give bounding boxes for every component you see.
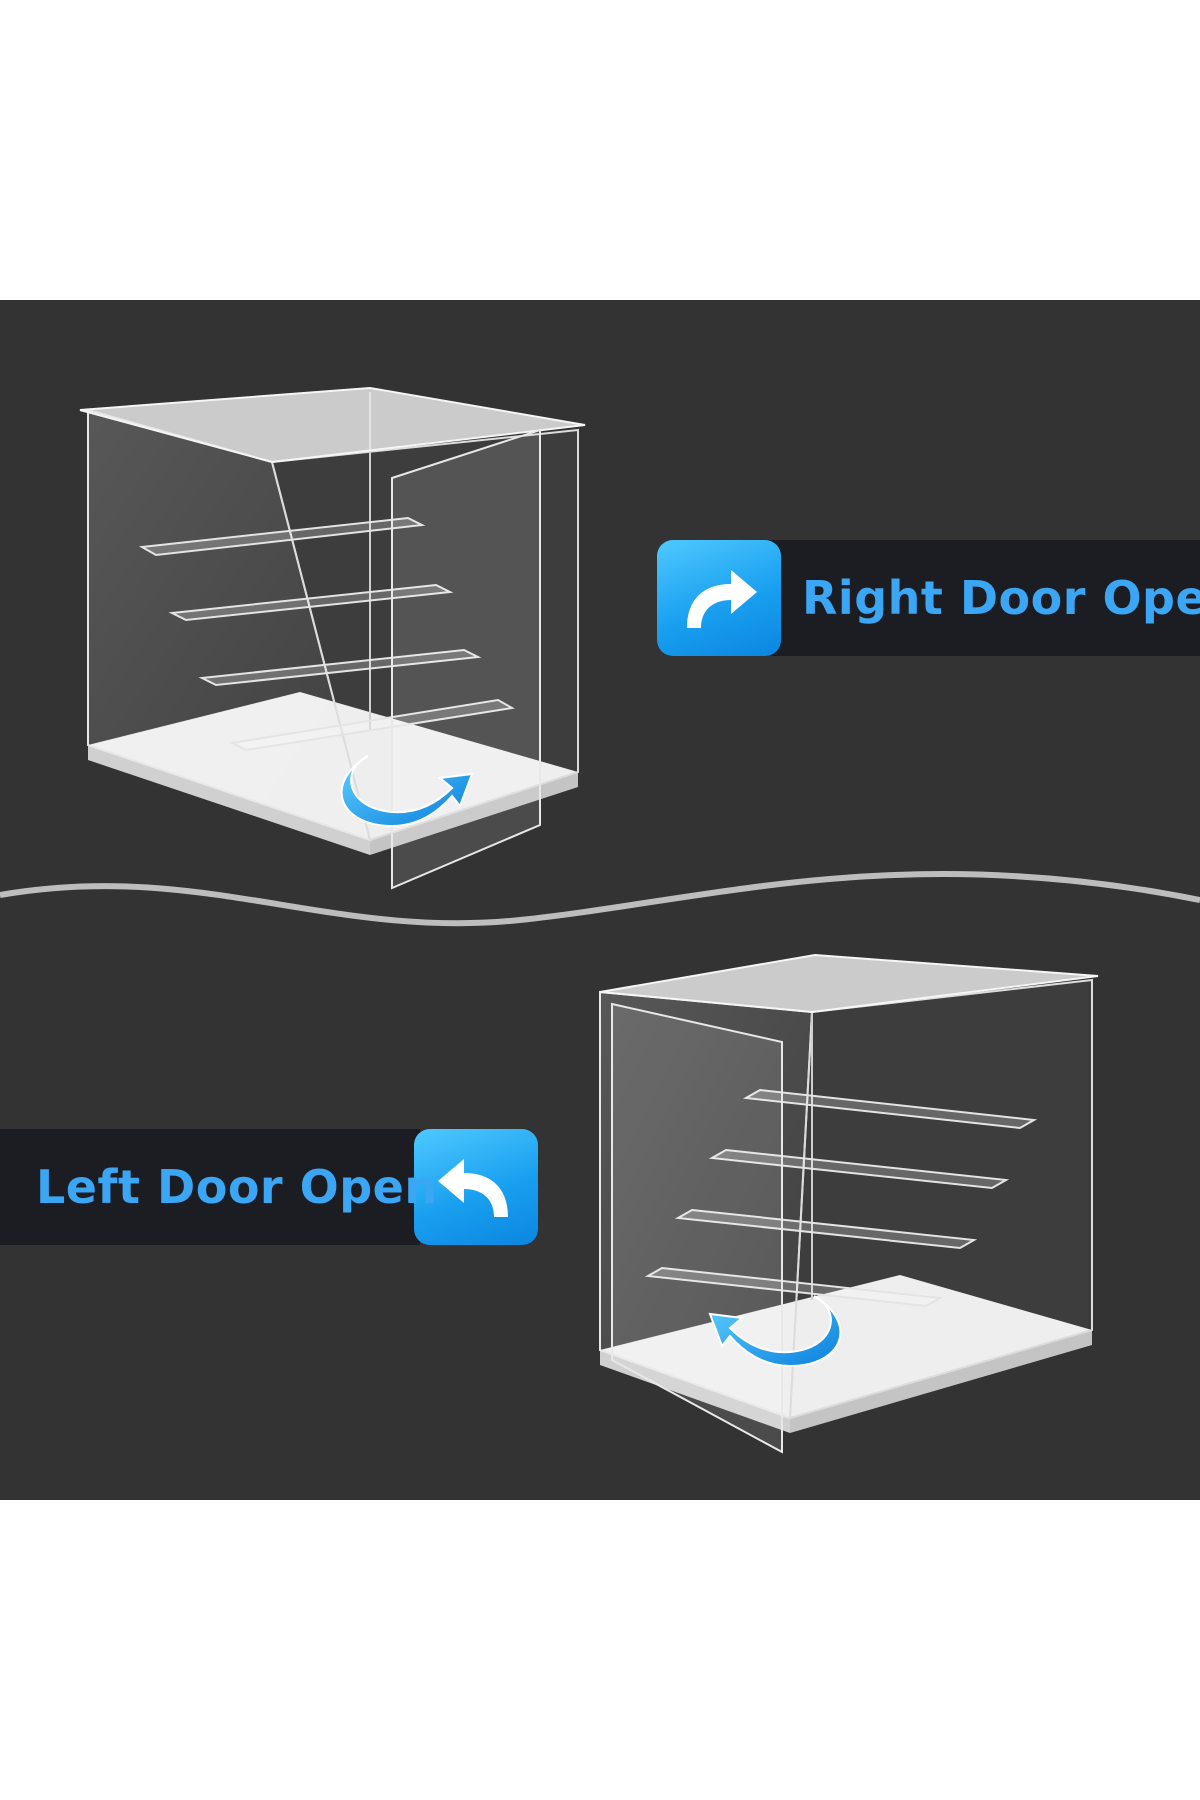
curved-arrow-right-icon bbox=[657, 540, 781, 656]
display-case-illustration bbox=[0, 386, 1200, 1454]
left-door-label: Left Door Open bbox=[36, 1160, 438, 1214]
right-door-label: Right Door Open bbox=[802, 571, 1200, 625]
wave-divider bbox=[0, 871, 1200, 927]
curved-arrow-left-icon bbox=[414, 1129, 538, 1245]
door-swing-arrow bbox=[708, 1295, 842, 1368]
door-swing-arrow bbox=[340, 755, 474, 828]
display-case-bottom bbox=[599, 953, 1099, 1454]
display-case-top bbox=[79, 386, 586, 890]
left-door-banner bbox=[0, 1129, 420, 1245]
product-panel: Right Door Open Left Door Open bbox=[0, 300, 1200, 1500]
